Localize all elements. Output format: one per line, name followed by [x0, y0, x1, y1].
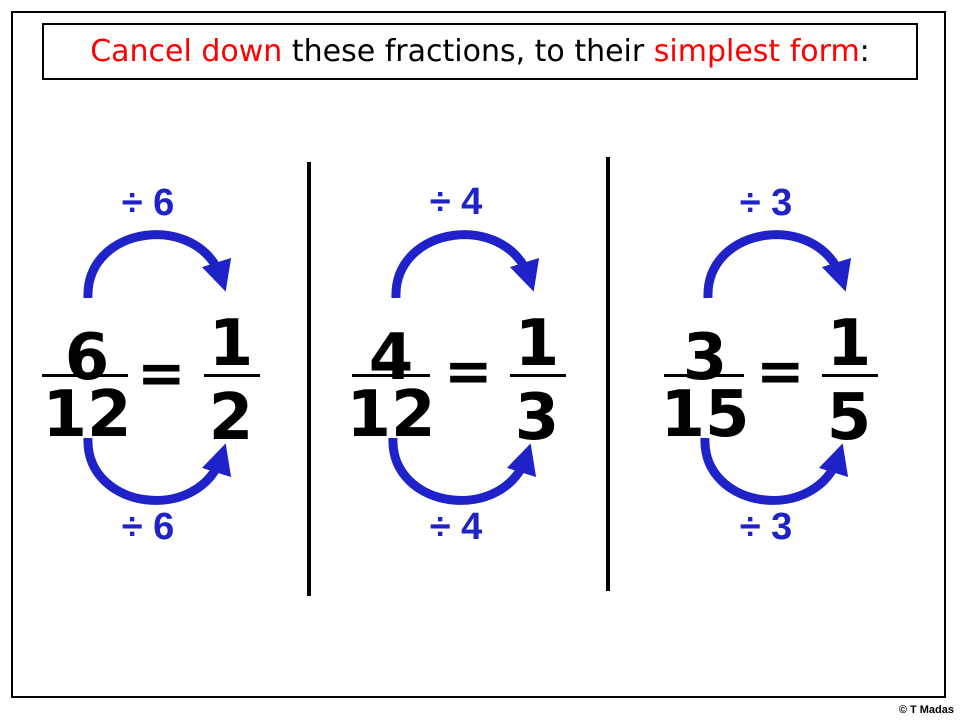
- fraction-3-bar: [664, 374, 744, 377]
- result-3-bar: [822, 374, 878, 377]
- fraction-1-numerator: 6: [64, 321, 110, 395]
- fraction-1-denominator: 12: [42, 378, 132, 452]
- top-arrow-3: [703, 230, 852, 299]
- title-text: these fractions, to their: [282, 34, 654, 69]
- bottom-arrow-3: [700, 437, 849, 505]
- result-2-bar: [510, 374, 566, 377]
- title-colon: :: [859, 34, 870, 69]
- divide-top-3: ÷ 3: [739, 182, 793, 224]
- fraction-1-bar: [42, 374, 128, 377]
- result-1-numerator: 1: [208, 307, 254, 381]
- slide-frame: [11, 11, 946, 698]
- result-3-numerator: 1: [826, 307, 872, 381]
- result-1-denominator: 2: [208, 381, 254, 455]
- title-highlight-cancel-down: Cancel down: [90, 34, 283, 69]
- divide-bottom-1: ÷ 6: [121, 506, 175, 548]
- top-arrow-2: [391, 230, 540, 299]
- fraction-3-numerator: 3: [682, 321, 728, 395]
- bottom-arrow-1: [83, 437, 232, 505]
- bottom-arrow-2: [388, 437, 537, 505]
- divide-top-1: ÷ 6: [121, 182, 175, 224]
- equals-sign-2: =: [444, 337, 493, 405]
- divide-bottom-2: ÷ 4: [429, 506, 483, 548]
- fraction-3-denominator: 15: [660, 378, 750, 452]
- result-2-numerator: 1: [514, 307, 560, 381]
- title-highlight-simplest-form: simplest form: [653, 34, 860, 69]
- fraction-2-denominator: 12: [346, 378, 436, 452]
- result-1-bar: [204, 374, 260, 377]
- copyright-credit: © T Madas: [898, 704, 954, 716]
- fraction-2-bar: [352, 374, 430, 377]
- divider-2: [606, 157, 610, 591]
- fraction-2-numerator: 4: [368, 321, 414, 395]
- top-arrow-1: [83, 230, 232, 299]
- divide-bottom-3: ÷ 3: [739, 506, 793, 548]
- divider-1: [307, 162, 311, 596]
- title-box: Cancel down these fractions, to their si…: [42, 23, 918, 80]
- result-2-denominator: 3: [514, 381, 560, 455]
- equals-sign-1: =: [137, 339, 186, 407]
- result-3-denominator: 5: [826, 381, 872, 455]
- equals-sign-3: =: [756, 337, 805, 405]
- divide-top-2: ÷ 4: [429, 181, 483, 223]
